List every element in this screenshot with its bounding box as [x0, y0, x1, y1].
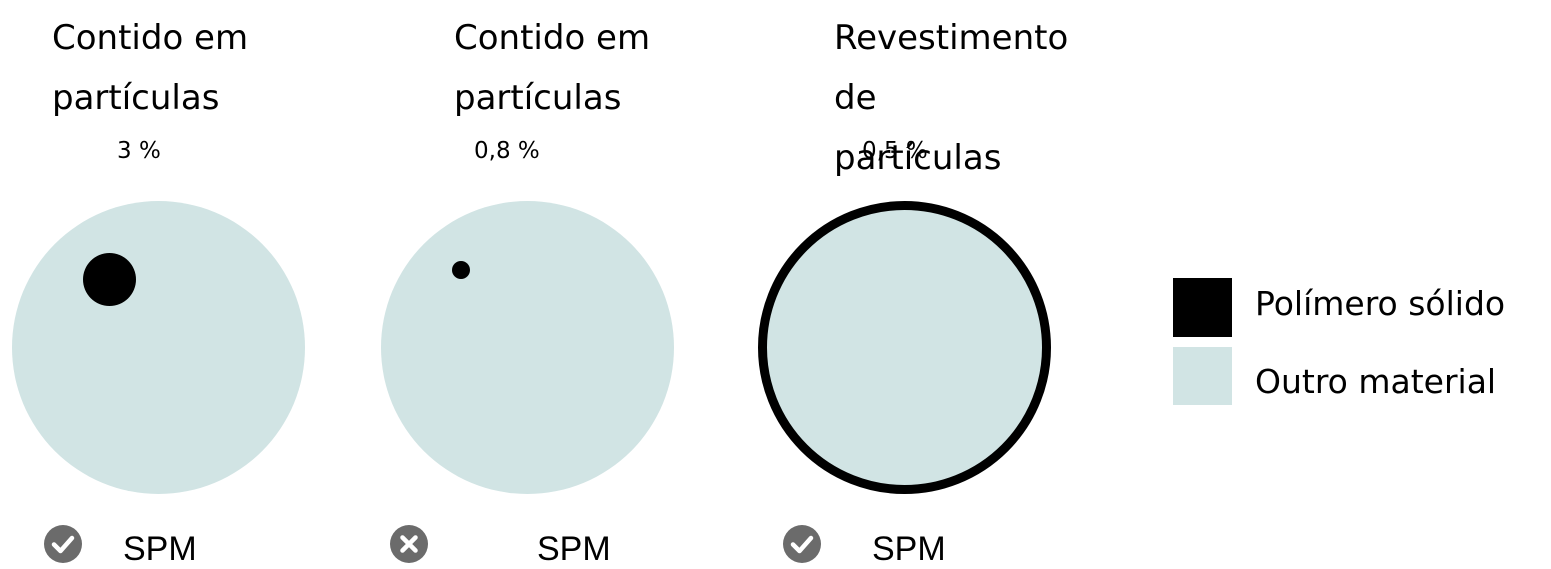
percentage-label: 0,5 % — [862, 138, 928, 164]
panel-title: Contido em partículas — [52, 18, 249, 118]
legend-swatch-other-material — [1173, 347, 1232, 405]
legend-swatch-solid-polymer — [1173, 278, 1232, 337]
panel-title: Revestimento de partículas — [834, 18, 1069, 178]
spm-label: SPM — [537, 530, 611, 568]
material-circle — [381, 201, 674, 494]
coated-material-circle — [758, 201, 1051, 494]
solid-polymer-particle — [452, 261, 470, 279]
percentage-label: 0,8 % — [474, 138, 540, 164]
check-circle-icon — [783, 525, 821, 563]
x-circle-icon — [390, 525, 428, 563]
material-circle — [12, 201, 305, 494]
legend-label-solid-polymer: Polímero sólido — [1255, 284, 1506, 323]
panel-title: Contido em partículas — [454, 18, 651, 118]
spm-label: SPM — [123, 530, 197, 568]
panel-coating-0-5pct: Revestimento de partículas 0,5 % SPM — [750, 0, 1110, 569]
panel-contained-0-8pct: Contido em partículas 0,8 % SPM — [370, 0, 730, 569]
check-circle-icon — [44, 525, 82, 563]
legend-label-other-material: Outro material — [1255, 362, 1497, 401]
solid-polymer-particle — [83, 253, 136, 306]
percentage-label: 3 % — [117, 138, 161, 164]
panel-contained-3pct: Contido em partículas 3 % SPM — [0, 0, 360, 569]
spm-label: SPM — [872, 530, 946, 568]
